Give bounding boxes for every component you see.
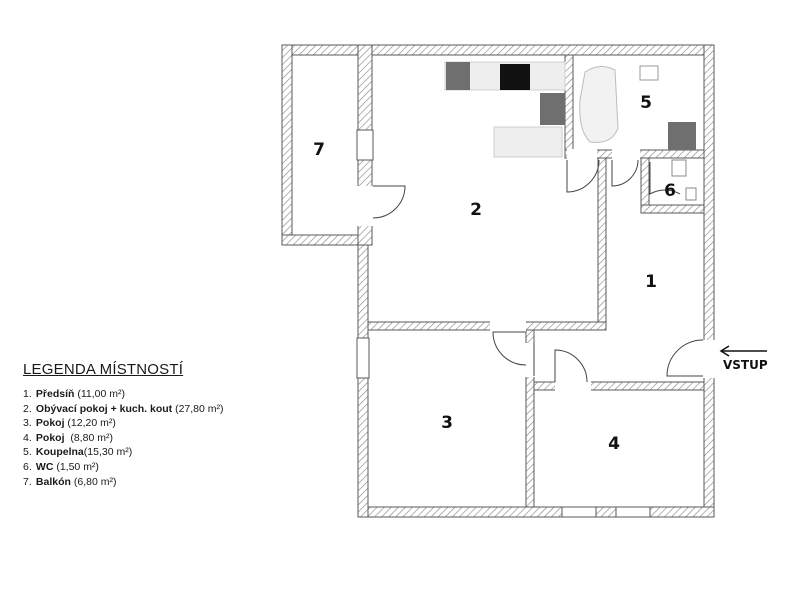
legend-item-number: 6. [23, 460, 32, 473]
room-6-number: 6 [664, 181, 676, 201]
legend-item-area: (8,80 m²) [64, 431, 113, 444]
legend-item: 3. Pokoj (12,20 m²) [23, 416, 353, 431]
legend-item: 6. WC (1,50 m²) [23, 460, 353, 475]
bathtub-icon [579, 66, 619, 143]
door-swings [372, 159, 704, 383]
legend-item-area: (15,30 m²) [83, 446, 133, 459]
legend-item: 5. Koupelna(15,30 m²) [23, 445, 353, 460]
toilet-icon [671, 159, 687, 177]
room-legend: LEGENDA MÍSTNOSTÍ 1. Předsíň (11,00 m²) … [23, 361, 353, 489]
shower-icon [668, 122, 696, 150]
legend-item-area: (27,80 m²) [172, 402, 224, 415]
entrance-label: VSTUP [723, 358, 768, 372]
legend-item-number: 7. [23, 475, 32, 488]
legend-item: 2. Obývací pokoj + kuch. kout (27,80 m²) [23, 402, 353, 417]
legend-item-name: Pokoj [35, 417, 65, 430]
legend-list: 1. Předsíň (11,00 m²) 2. Obývací pokoj +… [23, 387, 353, 489]
kitchen-counter [444, 61, 566, 158]
legend-item-name: Balkón [35, 475, 71, 488]
legend-item-name: WC [35, 460, 54, 473]
legend-item-area: (1,50 m²) [53, 460, 99, 473]
wc-basin-icon [685, 187, 697, 201]
legend-item-area: (11,00 m²) [74, 388, 126, 400]
entrance-arrow-icon [719, 345, 767, 357]
kitchen-island [493, 126, 563, 158]
legend-item-number: 2. [23, 402, 32, 415]
legend-title: LEGENDA MÍSTNOSTÍ [23, 361, 184, 378]
legend-item: 1. Předsíň (11,00 m²) [23, 387, 353, 402]
windows [356, 129, 651, 518]
legend-item: 4. Pokoj (8,80 m²) [23, 431, 353, 446]
room-7-number: 7 [313, 140, 325, 160]
legend-item-number: 4. [23, 431, 32, 444]
washbasin-icon [639, 65, 659, 81]
room-5-number: 5 [640, 93, 652, 113]
legend-item-name: Pokoj [35, 431, 65, 444]
legend-item-number: 1. [23, 388, 32, 400]
legend-item-area: (12,20 m²) [64, 417, 116, 430]
fridge-icon [446, 62, 470, 90]
wc-fixtures [671, 159, 697, 201]
sink-icon [540, 93, 565, 125]
legend-item: 7. Balkón (6,80 m²) [23, 475, 353, 490]
legend-item-name: Koupelna [35, 446, 84, 459]
legend-item-area: (6,80 m²) [70, 475, 117, 488]
room-2-number: 2 [470, 200, 482, 220]
legend-item-name: Předsíň [35, 388, 75, 400]
legend-item-number: 5. [23, 446, 32, 459]
room-4-number: 4 [608, 434, 620, 454]
stove-icon [500, 64, 530, 90]
room-3-number: 3 [441, 413, 453, 433]
bathroom-fixtures [579, 65, 696, 150]
room-1-number: 1 [645, 272, 657, 292]
legend-item-number: 3. [23, 417, 32, 430]
legend-item-name: Obývací pokoj + kuch. kout [35, 402, 173, 415]
door-openings [357, 149, 715, 392]
